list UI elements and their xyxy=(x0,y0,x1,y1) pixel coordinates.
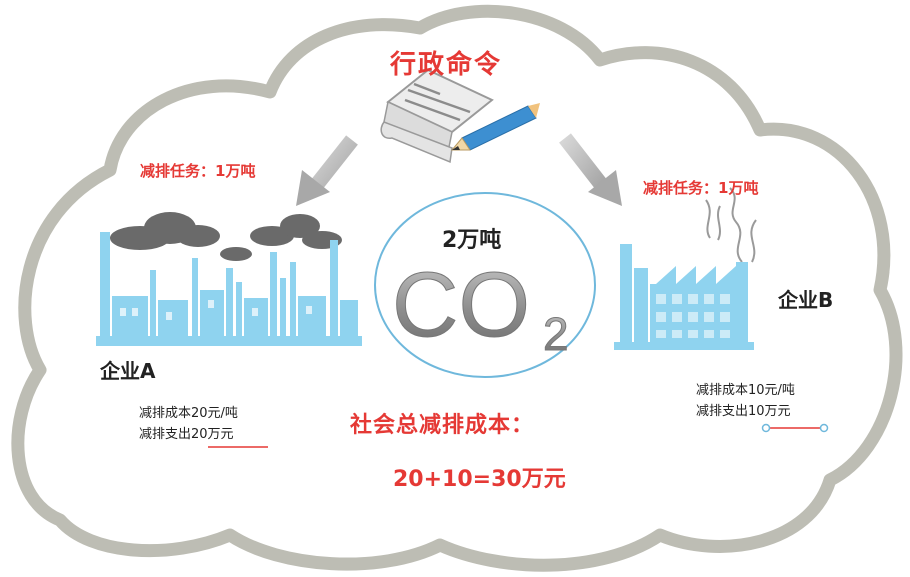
enterprise-a-expense: 减排支出20万元 xyxy=(139,427,234,442)
factory-b-illustration xyxy=(614,187,757,350)
co2-label: CO xyxy=(392,254,530,356)
expense-b-underline xyxy=(761,423,829,433)
factory-b-windows xyxy=(656,294,730,338)
enterprise-b-task: 减排任务：1万吨 xyxy=(643,179,759,197)
enterprise-a-cost-per-ton: 减排成本20元/吨 xyxy=(139,406,238,421)
co2-subscript: 2 xyxy=(543,308,569,360)
factory-a-illustration xyxy=(96,212,362,346)
enterprise-a-name: 企业A xyxy=(100,359,156,383)
social-total-cost-label: 社会总减排成本： xyxy=(350,413,535,438)
document-icon xyxy=(380,68,494,164)
arrow-to-enterprise-a xyxy=(296,135,358,206)
enterprise-a-task: 减排任务：1万吨 xyxy=(140,162,256,180)
social-total-cost-value: 20+10=30万元 xyxy=(393,467,566,492)
enterprise-b-expense: 减排支出10万元 xyxy=(696,404,791,419)
enterprise-b-cost-per-ton: 减排成本10元/吨 xyxy=(696,383,795,398)
pencil-icon xyxy=(450,103,540,151)
reduction-amount: 2万吨 xyxy=(442,228,502,253)
smoke-plume-icon xyxy=(705,187,757,263)
co2-ellipse xyxy=(374,192,596,378)
smoke-cloud-icon xyxy=(110,212,342,261)
title-administrative-order: 行政命令 xyxy=(390,50,503,80)
enterprise-b-name: 企业B xyxy=(778,288,834,312)
arrow-to-enterprise-b xyxy=(559,133,622,206)
